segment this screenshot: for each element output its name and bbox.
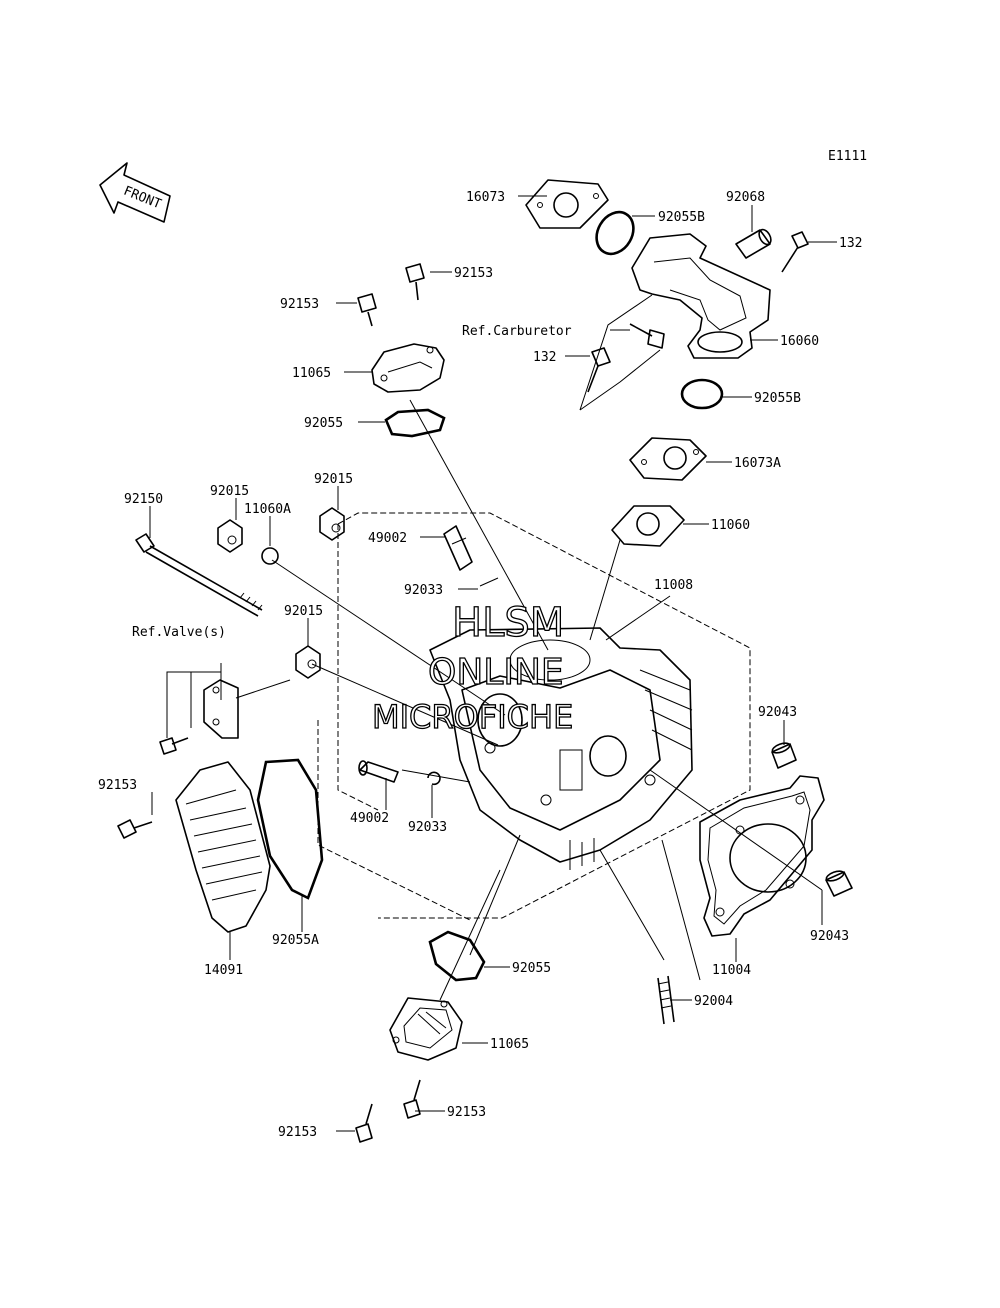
label-92055b-top: 92055B: [658, 210, 705, 225]
label-11060: 11060: [711, 518, 750, 533]
label-14091: 14091: [204, 963, 243, 978]
part-16073: [525, 179, 609, 229]
label-92153-a: 92153: [454, 266, 493, 281]
oring-92055-top: [384, 408, 446, 438]
gasket-92055a: [256, 758, 324, 900]
label-92153-e: 92153: [278, 1125, 317, 1140]
label-92055-top: 92055: [304, 416, 343, 431]
bolt-92153-d: [403, 1079, 421, 1119]
label-92043-top: 92043: [758, 705, 797, 720]
label-92004: 92004: [694, 994, 733, 1009]
front-label: FRONT: [121, 184, 163, 213]
label-11065-top: 11065: [292, 366, 331, 381]
label-11060a: 11060A: [244, 502, 291, 517]
part-11004-head-gasket: [699, 775, 825, 937]
nut-92015-c: [295, 645, 321, 679]
part-92068: [735, 228, 772, 259]
watermark-line-2: ONLINE: [428, 652, 564, 693]
part-14091-side-cover: [175, 761, 271, 933]
nut-92015-b: [319, 507, 345, 541]
labels: E1111 16073 92055B 92068 132 92153 92153…: [98, 149, 867, 1140]
label-92150: 92150: [124, 492, 163, 507]
label-92153-d: 92153: [447, 1105, 486, 1120]
diagram-code: E1111: [828, 149, 867, 164]
label-ref-carburetor: Ref.Carburetor: [462, 324, 572, 339]
label-ref-valves: Ref.Valve(s): [132, 625, 226, 640]
dowel-92043-top: [771, 742, 797, 769]
bolt-92153-c: [117, 819, 153, 839]
label-92033-top: 92033: [404, 583, 443, 598]
bolt-132-top: [781, 231, 809, 273]
bolt-92153-e: [355, 1103, 373, 1143]
bolt-92153-b: [357, 293, 377, 327]
part-11065-cover-bot: [389, 997, 463, 1061]
label-49002-bot: 49002: [350, 811, 389, 826]
label-92055-bot: 92055: [512, 961, 551, 976]
part-ref-valve-bracket: [203, 679, 239, 739]
watermark-line-1: HLSM: [452, 600, 564, 646]
part-11008-cylinder-head: [429, 627, 693, 870]
oring-92055-bot: [428, 930, 486, 982]
label-49002-top: 49002: [368, 531, 407, 546]
label-92068: 92068: [726, 190, 765, 205]
washer-11060a: [261, 547, 279, 565]
label-16073: 16073: [466, 190, 505, 205]
label-11008: 11008: [654, 578, 693, 593]
label-92055a: 92055A: [272, 933, 319, 948]
oring-92055b-top: [595, 210, 635, 256]
nut-92015-a: [217, 519, 243, 553]
clip-92033-top: [479, 577, 499, 587]
label-92153-b: 92153: [280, 297, 319, 312]
part-11060: [611, 505, 685, 547]
label-11065-bot: 11065: [490, 1037, 529, 1052]
dowel-92043-bot: [825, 870, 853, 897]
watermark: HLSM ONLINE MICROFICHE: [371, 599, 574, 736]
part-11065-cover-top: [371, 343, 445, 393]
label-92033-bot: 92033: [408, 820, 447, 835]
oring-92055b-mid: [680, 378, 724, 410]
stud-92150: [135, 533, 263, 617]
label-92153-c: 92153: [98, 778, 137, 793]
label-92015-b: 92015: [314, 472, 353, 487]
part-49002-bot: [358, 760, 399, 783]
clip-92033-bot: [427, 771, 441, 786]
label-92055b-mid: 92055B: [754, 391, 801, 406]
part-16073a: [629, 437, 707, 481]
label-11004: 11004: [712, 963, 751, 978]
label-132-top: 132: [839, 236, 862, 251]
label-16060: 16060: [780, 334, 819, 349]
bolt-ref-carburetor: [629, 323, 665, 349]
bolt-92153-a: [405, 263, 425, 301]
part-49002-top: [443, 525, 473, 571]
bolt-132-mid: [587, 347, 611, 393]
label-16073a: 16073A: [734, 456, 781, 471]
label-92015-a: 92015: [210, 484, 249, 499]
part-16060-intake-pipe: [631, 233, 771, 359]
label-92015-c: 92015: [284, 604, 323, 619]
label-92043-bot: 92043: [810, 929, 849, 944]
bolt-ref-valve: [159, 737, 189, 755]
label-132-mid: 132: [533, 350, 556, 365]
watermark-line-3: MICROFICHE: [372, 698, 573, 736]
front-arrow-icon: FRONT: [99, 162, 171, 223]
stud-92004: [657, 975, 675, 1025]
